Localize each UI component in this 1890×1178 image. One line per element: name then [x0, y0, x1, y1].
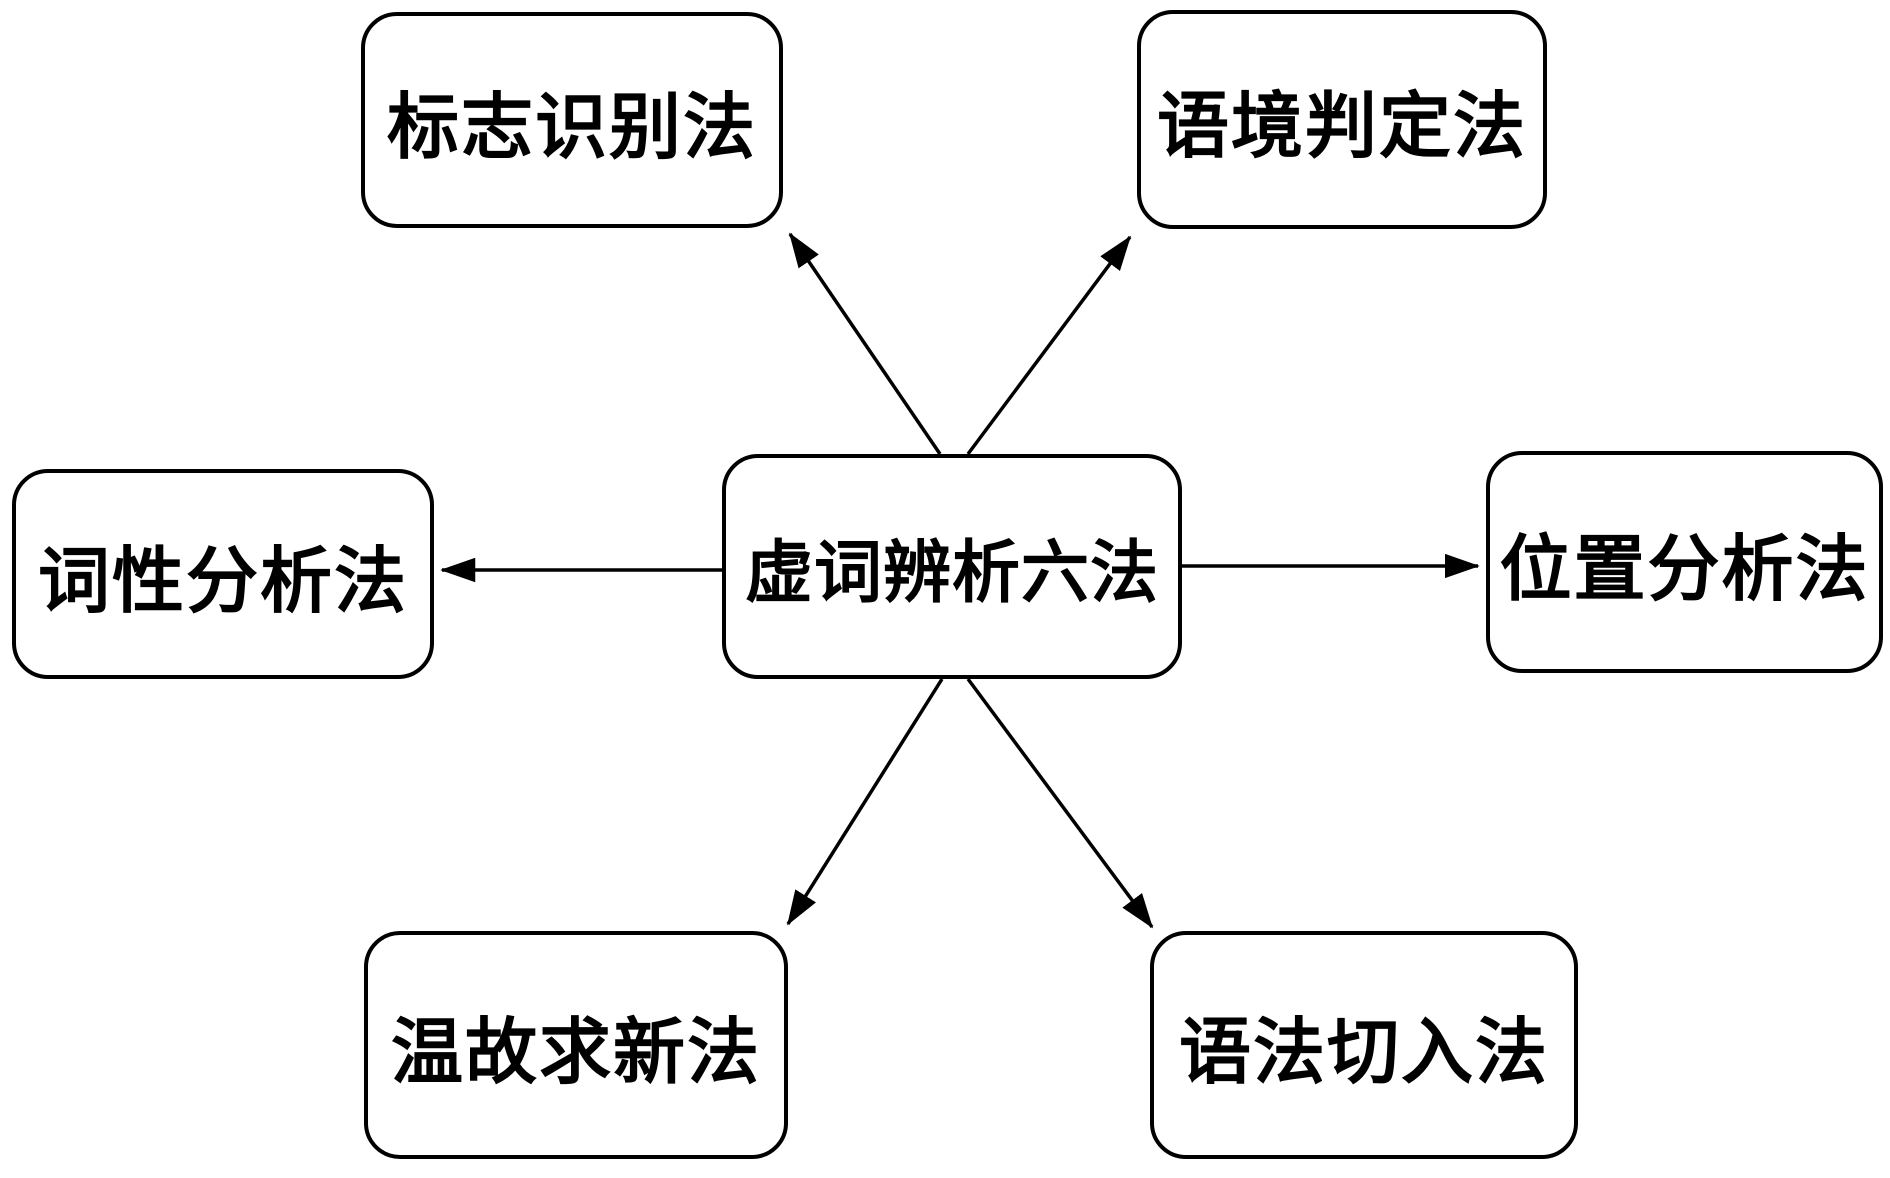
node-central-topic: 虚词辨析六法 — [722, 454, 1182, 679]
node-part-of-speech-analysis: 词性分析法 — [12, 469, 434, 679]
node-review-old-seek-new: 温故求新法 — [364, 931, 788, 1159]
node-label: 词性分析法 — [37, 541, 408, 622]
node-marker-recognition: 标志识别法 — [361, 12, 783, 228]
node-label: 语境判定法 — [1156, 87, 1527, 167]
arrow-center-to-top-left — [788, 232, 942, 455]
node-position-analysis: 位置分析法 — [1486, 451, 1883, 673]
arrow-center-to-bottom-right — [966, 677, 1154, 929]
node-label: 语法切入法 — [1178, 1012, 1549, 1093]
node-context-judgment: 语境判定法 — [1137, 10, 1547, 229]
node-label: 虚词辨析六法 — [744, 535, 1159, 611]
node-label: 标志识别法 — [386, 87, 757, 168]
arrow-center-to-bottom-left — [786, 678, 944, 926]
arrow-center-to-top-right — [966, 235, 1132, 456]
node-label: 位置分析法 — [1499, 529, 1870, 610]
node-grammar-entry: 语法切入法 — [1150, 931, 1578, 1159]
node-label: 温故求新法 — [390, 1012, 761, 1093]
